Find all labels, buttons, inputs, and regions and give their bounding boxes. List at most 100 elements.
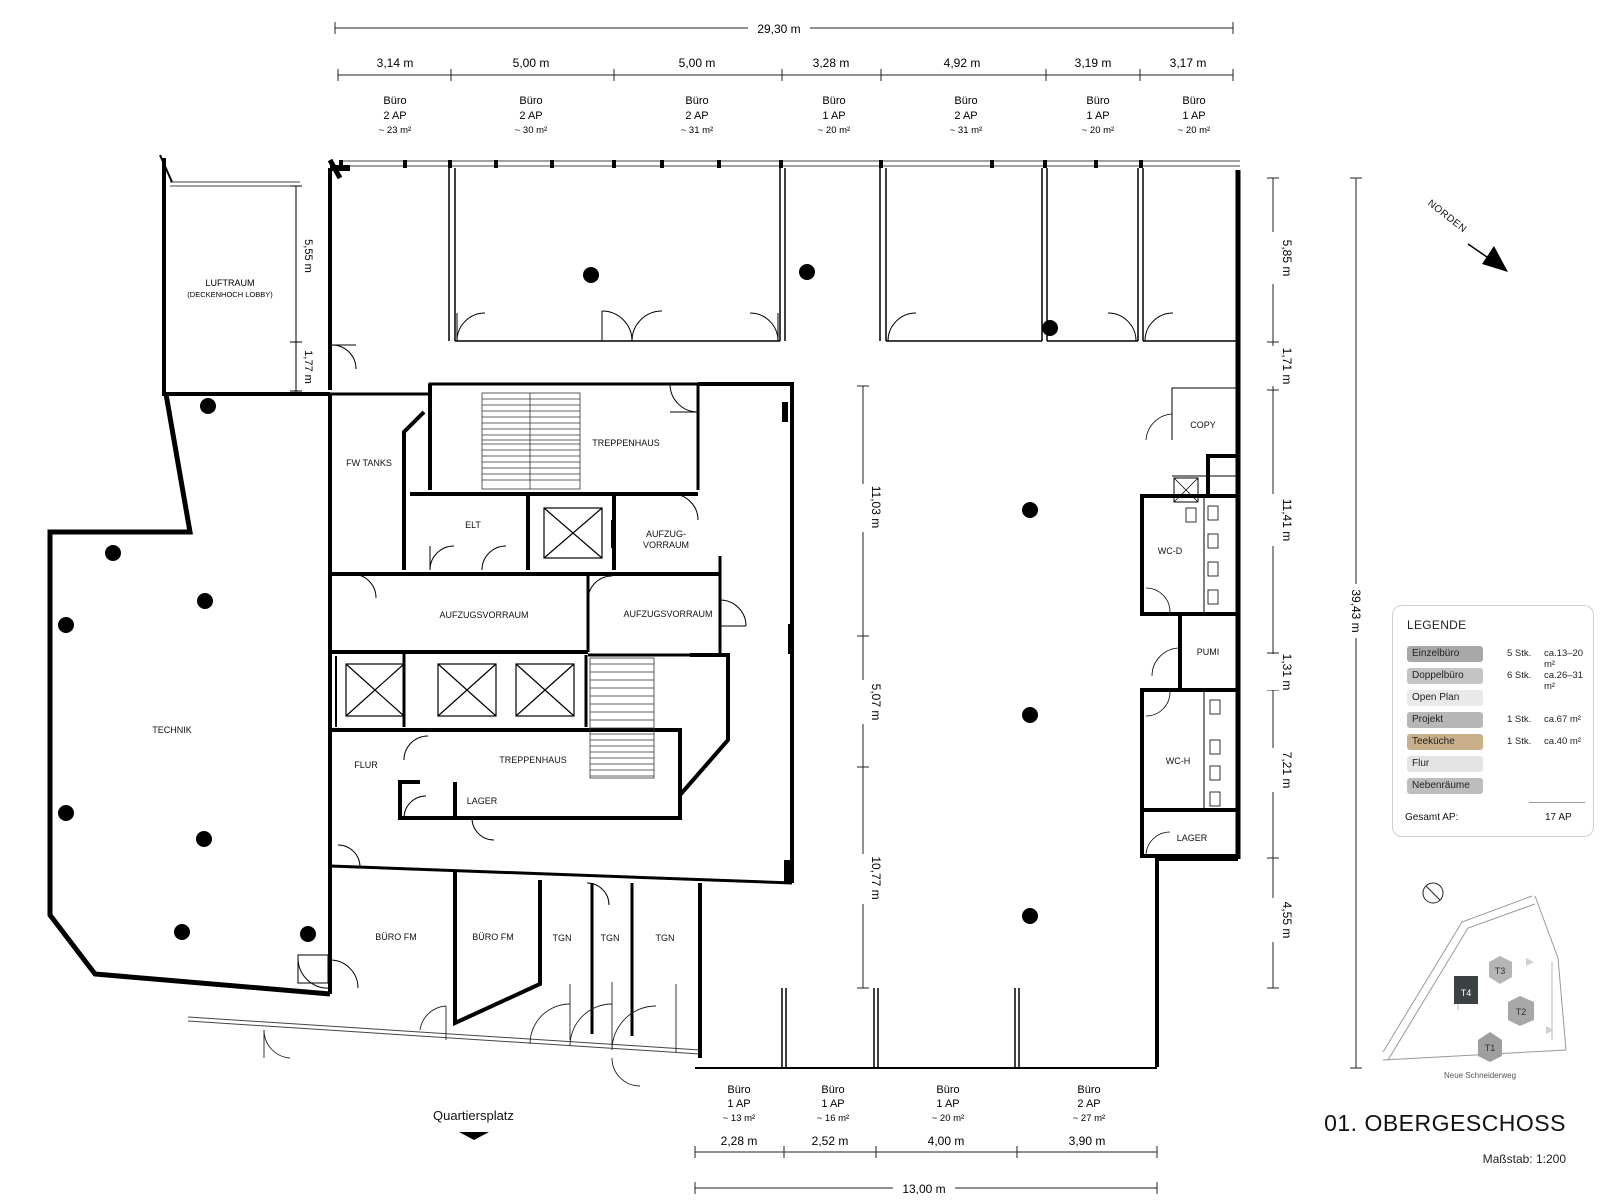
right-dim-bg-1 [1266, 232, 1280, 284]
room-pumi: PUMI [1197, 647, 1220, 657]
bottom-office-4-ap: 2 AP [1077, 1098, 1100, 1110]
legend-row-projekt: Projekt 1 Stk. ca.67 m² [1407, 712, 1587, 728]
legend-count: 1 Stk. [1507, 736, 1532, 747]
right-dim-bg-4 [1266, 654, 1280, 690]
legend-area: ca.67 m² [1544, 714, 1581, 725]
legend-row-nebenraeume: Nebenräume [1407, 778, 1587, 794]
site-building-t4 [1454, 976, 1478, 1004]
room-aufzugsvorraum-2: AUFZUGSVORRAUM [623, 609, 712, 619]
legend-swatch: Open Plan [1407, 690, 1483, 706]
top-office-4-area: ~ 20 m² [818, 125, 850, 136]
top-dimension-5: 4,92 m [944, 56, 981, 70]
bottom-total-dimension: 13,00 m [902, 1182, 945, 1196]
site-building-t2 [1508, 996, 1534, 1026]
bottom-office-2-ap: 1 AP [821, 1098, 844, 1110]
north-office-doors [456, 310, 1174, 342]
room-wc-h: WC-H [1166, 756, 1191, 766]
right-dim-bg-5 [1266, 748, 1280, 792]
legend-area: ca.26–31 m² [1544, 670, 1584, 692]
inner-dim-bg-1 [856, 484, 870, 532]
legend-row-open-plan: Open Plan [1407, 690, 1587, 706]
inner-dimension-1: 11,03 m [869, 486, 883, 528]
bottom-office-4-name: Büro [1077, 1084, 1100, 1096]
luftraum-area [159, 154, 357, 394]
legend-panel: LEGENDE Einzelbüro 5 Stk. ca.13–20 m² Do… [1392, 605, 1594, 837]
elevator-shafts [335, 507, 603, 727]
room-copy: COPY [1190, 420, 1216, 430]
core-walls [329, 382, 794, 885]
top-dimension-1: 3,14 m [377, 56, 414, 70]
structural-columns [58, 264, 1058, 942]
staircase-2 [589, 657, 655, 779]
top-office-1-ap: 2 AP [383, 110, 406, 122]
right-dimension-4: 1,31 m [1280, 654, 1294, 691]
facade-mullions [339, 160, 1143, 168]
top-office-1-area: ~ 23 m² [379, 125, 411, 136]
top-dimension-4: 3,28 m [813, 56, 850, 70]
legend-separator [1529, 802, 1585, 803]
top-office-6-name: Büro [1086, 95, 1109, 107]
legend-row-flur: Flur [1407, 756, 1587, 772]
top-office-3-name: Büro [685, 95, 708, 107]
entrance-arrow-icon [459, 1132, 489, 1140]
legend-count: 1 Stk. [1507, 714, 1532, 725]
top-office-6-area: ~ 20 m² [1082, 125, 1114, 136]
legend-area: ca.13–20 m² [1544, 648, 1584, 670]
room-elt: ELT [465, 520, 481, 530]
right-dimension-2: 1,71 m [1280, 348, 1294, 385]
bottom-office-3-area: ~ 20 m² [932, 1113, 964, 1124]
right-dimension-6: 4,55 m [1280, 902, 1294, 939]
top-total-dimension: 29,30 m [757, 22, 800, 36]
site-label-t3: T3 [1495, 966, 1506, 976]
bottom-dimension-3: 4,00 m [928, 1134, 965, 1148]
room-tgn-2: TGN [601, 933, 620, 943]
room-luftraum-sub: (DECKENHOCH LOBBY) [187, 290, 273, 299]
luftraum-dimension-1: 5,55 m [302, 239, 314, 273]
right-dim-bg-2 [1266, 346, 1280, 386]
room-treppenhaus-2: TREPPENHAUS [499, 755, 567, 765]
legend-swatch: Einzelbüro [1407, 646, 1483, 662]
site-label-t1: T1 [1485, 1043, 1496, 1053]
top-office-6-ap: 1 AP [1086, 110, 1109, 122]
inner-dim-bg-3 [856, 854, 870, 904]
bottom-dimension-4: 3,90 m [1069, 1134, 1106, 1148]
right-dimension-5: 7,21 m [1280, 752, 1294, 789]
room-wc-d: WC-D [1158, 546, 1183, 556]
top-office-5-ap: 2 AP [954, 110, 977, 122]
right-dim-bg-6 [1266, 898, 1280, 942]
legend-count: 5 Stk. [1507, 648, 1532, 659]
room-treppenhaus-1: TREPPENHAUS [592, 438, 660, 448]
room-buero-fm-1: BÜRO FM [375, 932, 417, 942]
staircase-1 [481, 392, 581, 490]
bottom-dimension-1: 2,28 m [721, 1134, 758, 1148]
legend-count: 6 Stk. [1507, 670, 1532, 681]
inner-dimension-3: 10,77 m [869, 856, 883, 899]
legend-swatch: Flur [1407, 756, 1483, 772]
top-office-2-area: ~ 30 m² [515, 125, 547, 136]
top-office-7-area: ~ 20 m² [1178, 125, 1210, 136]
site-map: T4 T3 T2 T1 Neue Schneiderweg [1382, 882, 1567, 1080]
legend-swatch: Teeküche [1407, 734, 1483, 750]
legend-row-doppelbuero: Doppelbüro 6 Stk. ca.26–31 m² [1407, 668, 1587, 692]
legend-swatch: Nebenräume [1407, 778, 1483, 794]
site-label-t2: T2 [1516, 1007, 1527, 1017]
right-dimension-3: 11,41 m [1280, 499, 1294, 541]
luftraum-dimension-2: 1,77 m [302, 350, 314, 384]
site-building-t1 [1478, 1032, 1502, 1062]
inner-dim-bg-2 [856, 680, 870, 724]
top-dimension-7: 3,17 m [1170, 56, 1207, 70]
room-fw-tanks: FW TANKS [346, 458, 392, 468]
legend-area: ca.40 m² [1544, 736, 1581, 747]
core-doors [297, 383, 747, 989]
site-building-t3 [1489, 956, 1512, 984]
bottom-office-1-ap: 1 AP [727, 1098, 750, 1110]
bottom-office-2-area: ~ 16 m² [817, 1113, 849, 1124]
quartiersplatz-label: Quartiersplatz [433, 1108, 514, 1123]
top-office-2-name: Büro [519, 95, 542, 107]
top-dimension-2: 5,00 m [513, 56, 550, 70]
top-dimension-6: 3,19 m [1075, 56, 1112, 70]
bottom-office-labels: Büro 1 AP ~ 13 m² Büro 1 AP ~ 16 m² Büro… [723, 1084, 1105, 1124]
top-office-labels: Büro 2 AP ~ 23 m² Büro 2 AP ~ 30 m² Büro… [379, 95, 1210, 136]
right-dim-bg-3 [1266, 494, 1280, 546]
top-total-bg [748, 20, 810, 36]
